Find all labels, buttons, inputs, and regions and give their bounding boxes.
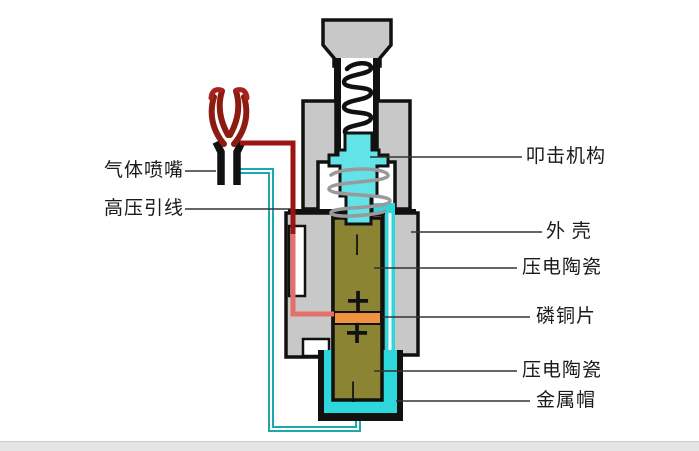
- gas-nozzle-shape: [212, 140, 246, 185]
- label-gas-nozzle: 气体喷嘴: [103, 160, 184, 181]
- label-metal-cap: 金属帽: [536, 390, 597, 411]
- striker-spring: [327, 167, 392, 218]
- label-copper-sheet: 磷铜片: [536, 306, 597, 327]
- label-striker: 叩击机构: [526, 146, 607, 167]
- polarity-minus-upper: |: [354, 230, 360, 256]
- bottom-strip: [0, 441, 699, 451]
- polarity-minus-lower: |: [350, 377, 356, 403]
- cap-return-wire: [362, 203, 395, 355]
- label-piezo-lower: 压电陶瓷: [522, 360, 603, 381]
- label-shell: 外 壳: [546, 221, 592, 242]
- label-hv-lead: 高压引线: [103, 198, 184, 219]
- spark-electrode-shape: [208, 87, 250, 147]
- ground-wire: [240, 168, 361, 432]
- polarity-plus-upper: +: [344, 281, 372, 319]
- phosphor-copper-strip: [333, 311, 382, 325]
- main-spring: [341, 61, 374, 144]
- polarity-plus-lower: +: [343, 313, 371, 351]
- high-voltage-wire: [240, 140, 334, 317]
- label-piezo-upper: 压电陶瓷: [522, 257, 603, 278]
- striker-shape: [327, 131, 390, 226]
